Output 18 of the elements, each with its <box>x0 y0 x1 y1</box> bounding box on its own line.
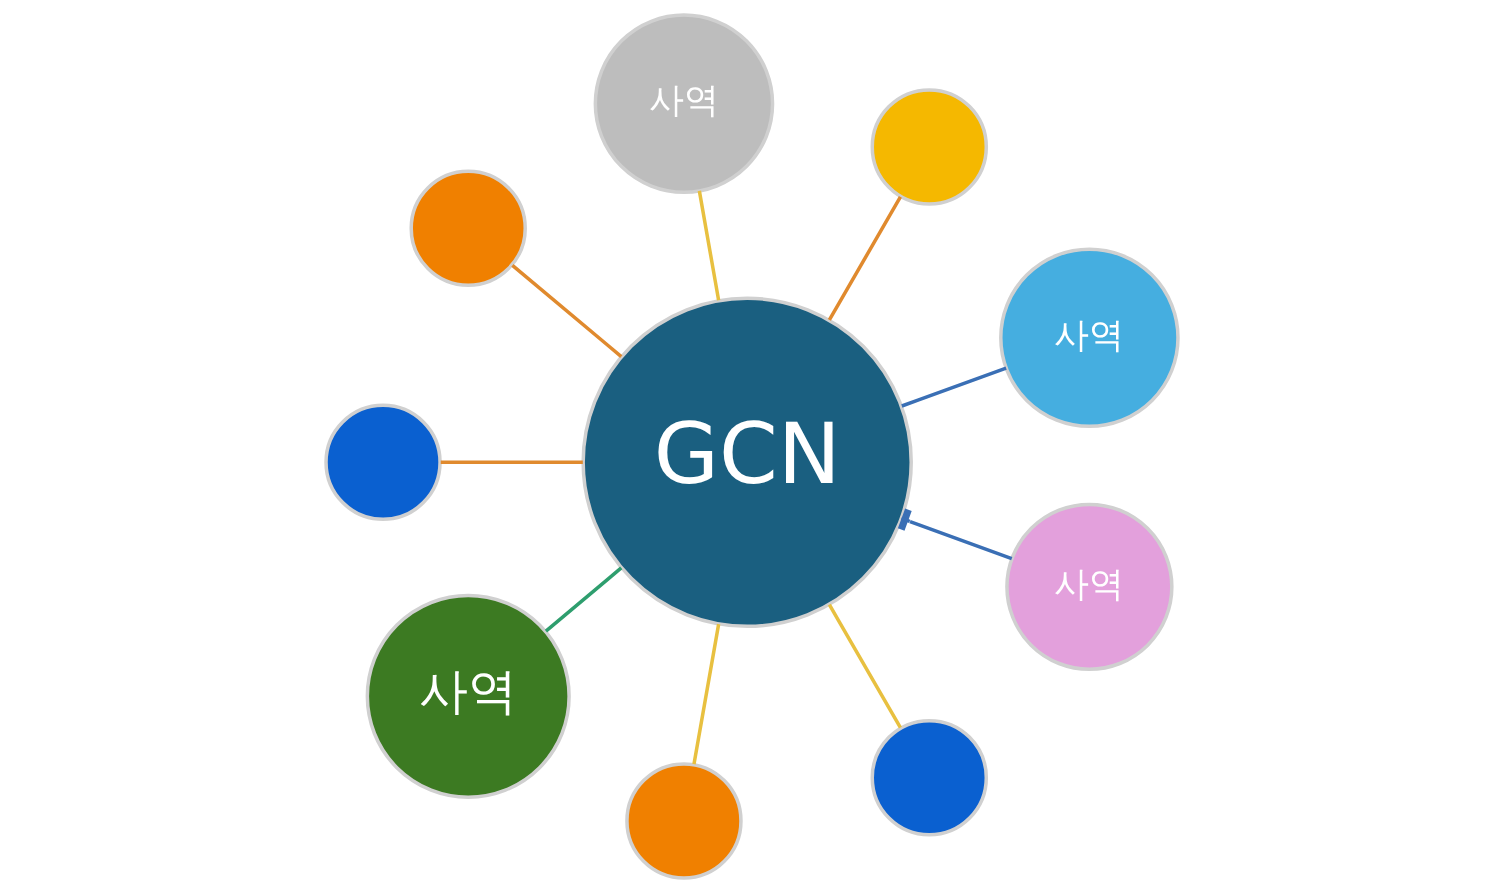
connector <box>691 623 720 765</box>
node-person <box>323 403 442 522</box>
node-person <box>870 718 988 837</box>
connector <box>827 196 902 321</box>
connector <box>510 263 622 358</box>
node-circle: 사역 <box>998 247 1180 429</box>
node-circle: 사역 <box>593 13 774 194</box>
connector <box>827 603 902 729</box>
connector <box>900 366 1007 408</box>
node-circle: 사역 <box>365 593 571 799</box>
node-person <box>870 88 988 206</box>
connector <box>897 508 1012 561</box>
connector <box>544 566 622 633</box>
connector <box>697 190 720 301</box>
node-person <box>408 169 527 287</box>
node-person <box>624 762 743 880</box>
node-circle: 사역 <box>1004 502 1174 672</box>
connector <box>440 460 583 465</box>
